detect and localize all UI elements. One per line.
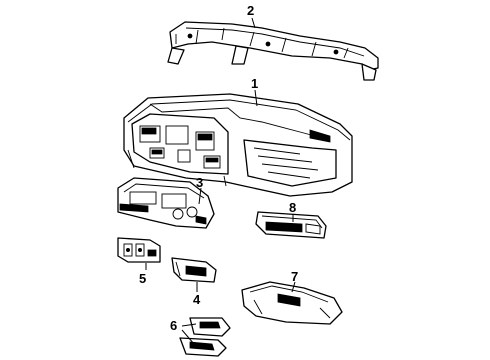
glove-box-part: 7: [241, 269, 343, 325]
instrument-panel-part: 1: [123, 76, 353, 197]
switch-panel-left-part: 5: [117, 237, 161, 286]
callout-1: 1: [251, 76, 258, 91]
callout-3: 3: [196, 175, 203, 190]
callout-2: 2: [247, 3, 254, 18]
callout-7: 7: [291, 269, 298, 284]
ash-tray-part: 6: [170, 317, 231, 357]
callout-4: 4: [193, 292, 201, 307]
cluster-bezel-part: 3: [117, 175, 215, 229]
callout-5: 5: [139, 271, 146, 286]
switch-panel-center-part: 4: [171, 257, 217, 307]
callout-8: 8: [289, 200, 296, 215]
callout-6: 6: [170, 318, 177, 333]
side-vent-panel-part: 8: [255, 200, 327, 239]
crossmember-part: 2: [167, 3, 379, 81]
